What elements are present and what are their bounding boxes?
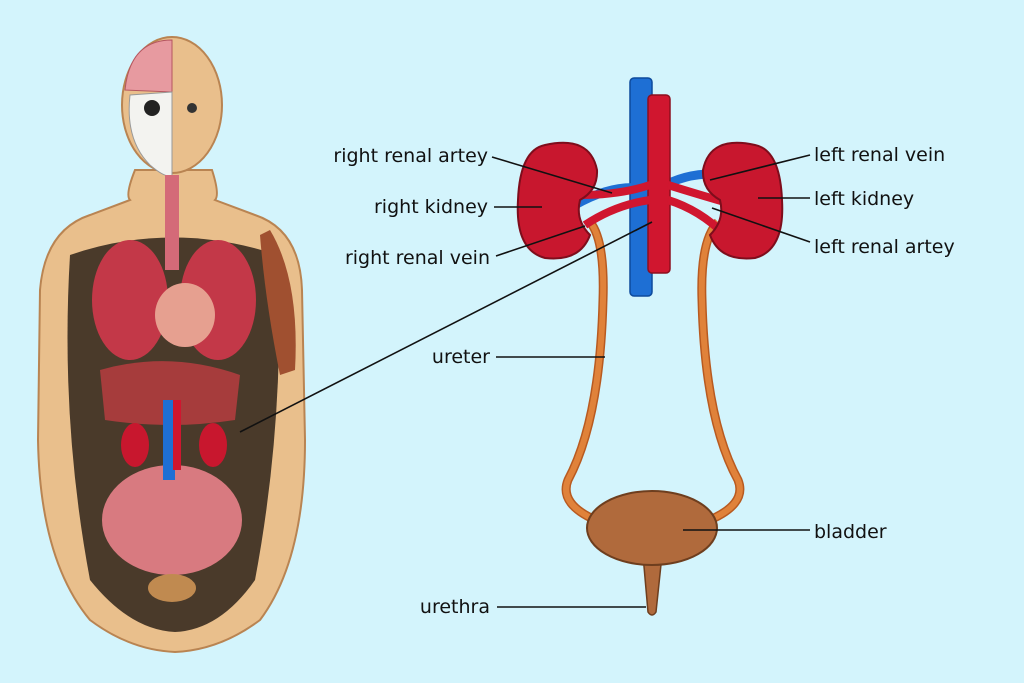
urethra-shape xyxy=(642,554,663,616)
label-urethra: urethra xyxy=(420,596,490,618)
label-ureter: ureter xyxy=(432,346,490,368)
left-kidney xyxy=(701,141,784,260)
bladder-shape xyxy=(586,490,718,566)
aorta xyxy=(647,94,671,274)
label-right-renal-artery: right renal artey xyxy=(333,145,488,167)
label-right-renal-vein: right renal vein xyxy=(345,247,490,269)
label-bladder: bladder xyxy=(814,521,887,543)
leader-lines xyxy=(239,154,811,608)
label-right-kidney: right kidney xyxy=(374,196,488,218)
label-left-renal-vein: left renal vein xyxy=(814,144,945,166)
label-left-kidney: left kidney xyxy=(814,188,914,210)
right-kidney xyxy=(516,141,599,260)
label-left-renal-artery: left renal artey xyxy=(814,236,955,258)
human-body-figure xyxy=(36,36,307,654)
renal-arteries xyxy=(579,181,737,238)
